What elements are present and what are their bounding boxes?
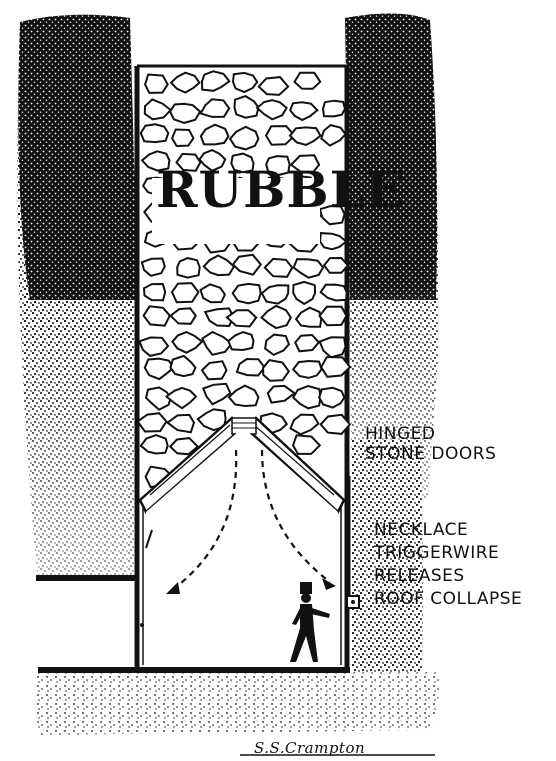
rubble-stone (202, 332, 231, 355)
rubble-stone (290, 102, 317, 120)
rubble-stone (146, 387, 171, 409)
rubble-stone (202, 71, 229, 91)
rubble-stone (204, 256, 234, 276)
rubble-stone (203, 384, 230, 404)
rubble-stone (177, 258, 200, 278)
rubble-stone (201, 125, 229, 145)
rubble-stone (172, 332, 202, 353)
trigger-line-3: RELEASES (374, 566, 465, 586)
rubble-stone (201, 284, 225, 302)
rubble-stone (293, 282, 315, 304)
rubble-stone (295, 73, 321, 89)
rubble-stone (144, 284, 165, 300)
rubble-stone (230, 127, 258, 149)
rubble-stone (293, 435, 320, 454)
rubble-stone (171, 356, 196, 376)
rubble-stone (172, 130, 193, 147)
rubble-stone (139, 338, 168, 356)
rubble-stone (291, 415, 319, 435)
rubble-stone (323, 101, 345, 117)
rubble-stone (293, 361, 321, 378)
rubble-stone (171, 73, 199, 93)
rubble-stone (263, 360, 289, 381)
rubble-stone (228, 332, 253, 350)
rubble-stone (268, 386, 295, 403)
rubble-stone (320, 307, 347, 326)
rubble-stone (257, 100, 287, 119)
trigger-line-2: TRIGGERWIRE (374, 543, 499, 563)
rubble-stone (233, 284, 261, 304)
rubble-stone (145, 75, 168, 93)
rubble-stone (321, 285, 347, 301)
hinged-doors-line-2: STONE DOORS (365, 444, 496, 464)
rubble-stone (229, 386, 259, 406)
rubble-stone (201, 99, 230, 117)
rubble-stone (296, 308, 321, 327)
rubble-stone (321, 125, 345, 146)
rubble-stone (259, 77, 288, 95)
rubble-stone (294, 259, 324, 278)
rubble-stone (324, 258, 348, 273)
signature-underline (240, 752, 440, 758)
rubble-stone (168, 415, 195, 432)
rubble-stone (235, 96, 259, 118)
rubble-stone (172, 283, 198, 302)
rubble-stone (293, 386, 320, 408)
trigger-line-1: NECKLACE (374, 520, 468, 540)
rubble-stone (265, 259, 292, 277)
rubble-stone (262, 285, 289, 303)
rubble-stone (138, 413, 167, 431)
rubble-stone (145, 359, 174, 380)
rubble-stone (319, 388, 344, 408)
rubble-stone (237, 359, 265, 376)
rubble-stone (170, 104, 200, 123)
rubble-label: RUBBLE (156, 180, 405, 200)
rubble-stone (265, 335, 289, 355)
hinged-doors-line-1: HINGED (365, 424, 436, 444)
rubble-stone (167, 388, 197, 408)
rubble-stone (290, 127, 321, 144)
rubble-stone (262, 306, 291, 328)
rubble-stone (233, 73, 257, 92)
rubble-stone (171, 308, 196, 324)
rubble-stone (233, 255, 261, 275)
rubble-stone (141, 124, 169, 142)
rubble-stone (144, 306, 170, 325)
rubble-stone (141, 435, 168, 453)
rubble-stone (145, 99, 171, 119)
trigger-line-4: ROOF COLLAPSE (374, 589, 522, 609)
rubble-stone (142, 259, 165, 276)
rubble-stone (202, 361, 227, 379)
rubble-stone (320, 337, 346, 357)
rubble-stone (295, 335, 319, 351)
rubble-stone (320, 233, 346, 249)
floor-rock (35, 672, 439, 735)
